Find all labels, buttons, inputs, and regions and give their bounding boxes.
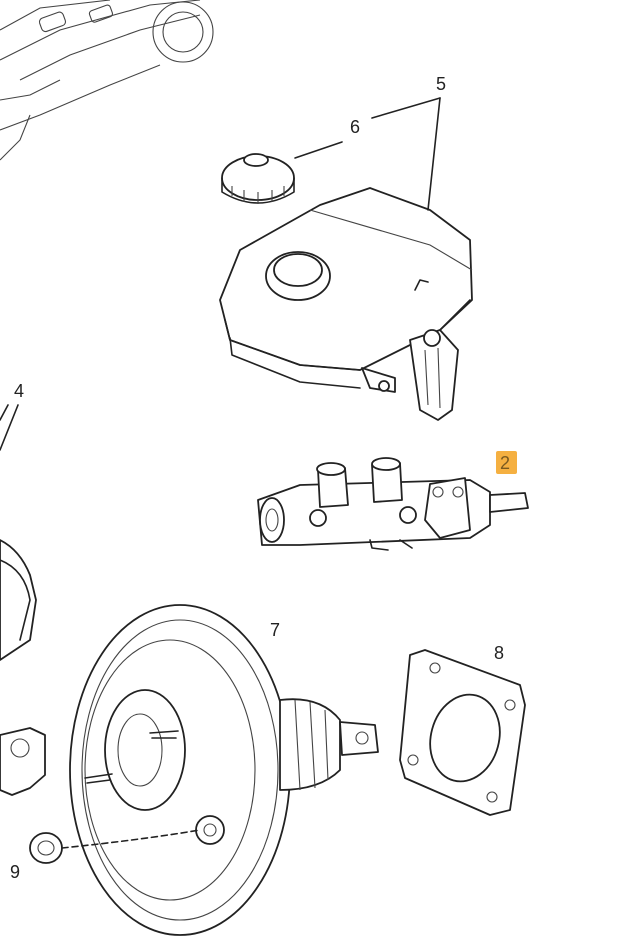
- left-partial-parts: [0, 539, 46, 796]
- label-4: 4: [14, 381, 24, 401]
- brake-booster: [69, 604, 379, 936]
- label-9: 9: [10, 862, 20, 882]
- fluid-reservoir: [219, 187, 473, 421]
- vehicle-outline: [0, 0, 214, 161]
- label-2-highlight: [496, 451, 517, 474]
- reservoir-cap: [221, 153, 295, 204]
- label-7: 7: [270, 620, 280, 640]
- label-5: 5: [436, 74, 446, 94]
- label-6: 6: [350, 117, 360, 137]
- label-8: 8: [494, 643, 504, 663]
- mounting-nut: [29, 829, 201, 864]
- leader-lines: [0, 97, 441, 451]
- booster-gasket: [399, 649, 526, 816]
- part-labels: 5 6 4 2 7 8 9: [10, 74, 517, 882]
- master-cylinder: [257, 457, 529, 551]
- label-2: 2: [500, 453, 510, 473]
